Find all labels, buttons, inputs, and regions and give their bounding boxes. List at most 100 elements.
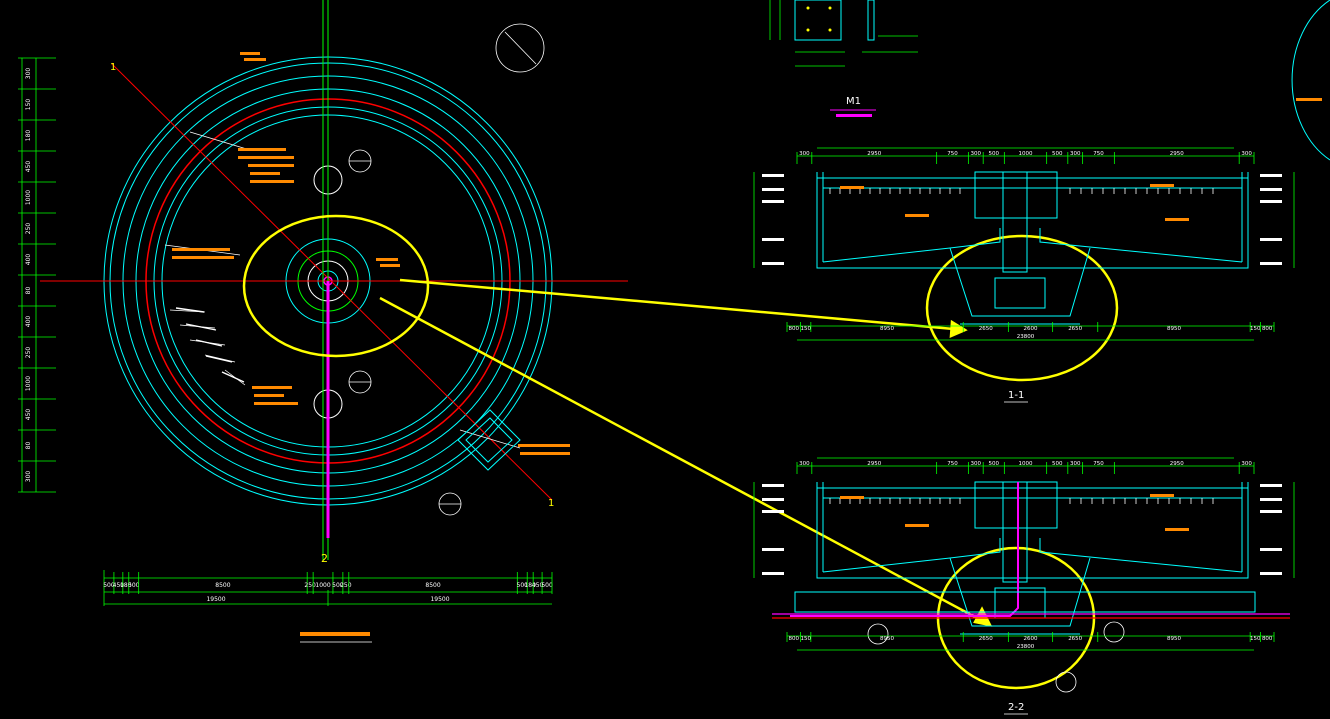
dim-label: 250 <box>304 582 316 589</box>
dim-label: 500 <box>103 582 115 589</box>
plan-annotation-text <box>172 52 570 636</box>
dim-label: 750 <box>947 461 958 467</box>
detail-m1-subtitle <box>836 114 872 117</box>
dim-label: 300 <box>1070 151 1081 157</box>
dim-label: 800 <box>789 636 800 642</box>
dim-label: 450 <box>25 161 32 173</box>
dim-label: 300 <box>1070 461 1081 467</box>
dim-label: 180 <box>120 582 132 589</box>
central-pipe <box>1002 481 1028 583</box>
section-annotation <box>1150 494 1174 497</box>
dim-label: 250 <box>25 223 32 235</box>
dim-label: 1000 <box>315 582 330 589</box>
elevation-label-right <box>1260 498 1282 501</box>
dim-label: 300 <box>971 151 982 157</box>
dim-label: 1000 <box>1019 461 1033 467</box>
dim-label: 1000 <box>1019 151 1033 157</box>
dim-label: 300 <box>25 471 32 483</box>
elevation-label-left <box>762 572 784 575</box>
partial-circle-label <box>1296 98 1322 101</box>
dim-label: 500 <box>332 582 344 589</box>
dim-label: 180 <box>25 130 32 142</box>
dim-label: 250 <box>25 347 32 359</box>
plan-annotations <box>164 131 521 449</box>
dim-label: 8950 <box>880 326 894 332</box>
partial-circle <box>1291 0 1330 161</box>
dim-label: 800 <box>1262 636 1273 642</box>
dim-label: 750 <box>947 151 958 157</box>
elevation-label-left <box>762 238 784 241</box>
tank-wall <box>816 482 1249 579</box>
dim-total-label: 19500 <box>430 596 449 603</box>
sludge-hopper <box>949 247 1091 317</box>
dim-label: 750 <box>1093 151 1104 157</box>
elevation-label-left <box>762 484 784 487</box>
axis-lines <box>40 0 628 560</box>
dim-label: 150 <box>800 326 811 332</box>
dim-label: 150 <box>1250 326 1261 332</box>
dim-label: 400 <box>25 254 32 266</box>
dim-label: 250 <box>340 582 352 589</box>
dim-label: 8950 <box>1167 326 1181 332</box>
diagonal-detail-box <box>457 409 521 471</box>
dim-label: 150 <box>800 636 811 642</box>
elevation-label-left <box>762 262 784 265</box>
elevation-label-left <box>762 200 784 203</box>
dim-label: 2650 <box>979 326 993 332</box>
dim-label: 150 <box>25 99 32 111</box>
elevation-label-left <box>762 174 784 177</box>
elevation-label-right <box>1260 188 1282 191</box>
central-pipe <box>1002 171 1028 273</box>
dim-total-label: 23800 <box>1017 334 1035 340</box>
elevation-label-right <box>1260 238 1282 241</box>
dim-label: 800 <box>1262 326 1273 332</box>
dim-label: 1000 <box>25 190 32 205</box>
section-1-1-title: 1-1 <box>1008 390 1024 401</box>
dim-label: 2600 <box>1024 636 1038 642</box>
section-annotation <box>840 496 864 499</box>
dim-label: 2950 <box>1170 151 1184 157</box>
detail-m1-title: M1 <box>846 96 861 107</box>
dim-label: 80 <box>25 442 32 450</box>
elevation-label-right <box>1260 484 1282 487</box>
foundation <box>794 591 1256 613</box>
dim-label: 180 <box>524 582 536 589</box>
dim-label: 750 <box>1093 461 1104 467</box>
dim-label: 2600 <box>1024 326 1038 332</box>
floor-slope-left <box>822 538 1001 573</box>
dim-label: 80 <box>25 287 32 295</box>
dim-label: 500 <box>1052 461 1063 467</box>
elevation-label-left <box>762 498 784 501</box>
dim-label: 300 <box>1241 461 1252 467</box>
elevation-label-left <box>762 188 784 191</box>
axis-label-2-bottom: 2 <box>321 552 328 565</box>
dim-label: 500 <box>517 582 529 589</box>
dim-label: 450 <box>113 582 125 589</box>
dim-label: 8500 <box>215 582 230 589</box>
detail-callouts <box>348 23 545 516</box>
riser-pipe <box>790 482 1019 617</box>
dim-label: 800 <box>789 326 800 332</box>
detail-bubble <box>1055 671 1077 693</box>
elevation-label-right <box>1260 548 1282 551</box>
plan-view: 1 1 2 <box>18 0 628 643</box>
hopper-box <box>994 277 1046 309</box>
elevation-label-left <box>762 548 784 551</box>
dim-label: 450 <box>25 409 32 421</box>
dim-label: 300 <box>799 151 810 157</box>
section-annotation <box>840 186 864 189</box>
dim-label: 8500 <box>425 582 440 589</box>
central-column <box>974 171 1058 219</box>
plan-diagonal-labels <box>175 307 245 383</box>
section-2-2-title: 2-2 <box>1008 702 1024 713</box>
floor-slope-left <box>822 228 1001 263</box>
dim-label: 1000 <box>25 376 32 391</box>
highlight-overlay <box>242 214 1119 690</box>
dim-label: 2650 <box>979 636 993 642</box>
dim-label: 2950 <box>867 461 881 467</box>
elevation-label-left <box>762 510 784 513</box>
